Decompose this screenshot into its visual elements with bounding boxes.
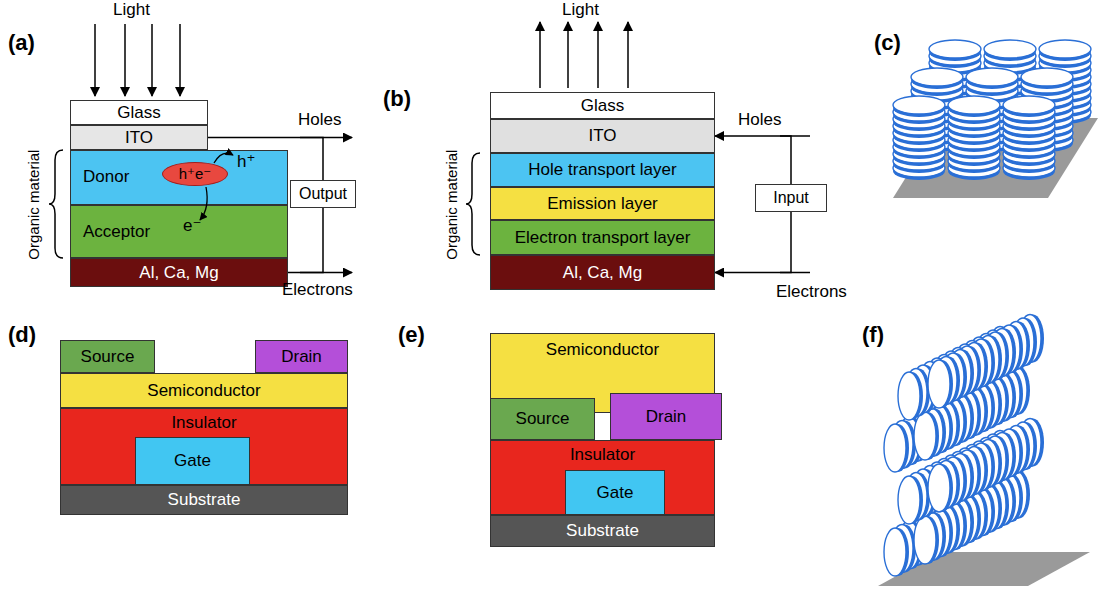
charge-symbol: e⁻ (183, 216, 201, 236)
layer-name: Source (516, 409, 570, 429)
layer-name: Gate (597, 483, 634, 503)
source-electrode: Source (60, 340, 155, 373)
disc-face (1039, 40, 1091, 58)
gate-electrode: Gate (135, 437, 250, 485)
layer-name: Semiconductor (546, 340, 659, 360)
layer-name: Al, Ca, Mg (139, 263, 218, 283)
panel-label: (d) (8, 322, 36, 347)
wire (715, 212, 791, 273)
disc-face (984, 40, 1036, 58)
panel-label: (f) (862, 322, 884, 347)
layer-name: ITO (588, 126, 616, 146)
layer-name: ITO (125, 128, 153, 148)
disc-face (928, 360, 950, 408)
disc-face (898, 476, 920, 524)
charge-symbol: h⁺ (237, 152, 255, 172)
layer-name: Semiconductor (147, 381, 260, 401)
layer-name: Al, Ca, Mg (563, 263, 642, 283)
hole-transport-layer: Hole transport layer (490, 153, 715, 187)
panel-label: (c) (874, 30, 901, 55)
donor-layer: Donor h⁺ h⁺e⁻ (70, 150, 288, 205)
layer-name: Substrate (566, 521, 639, 541)
disc-face (893, 96, 945, 114)
layer-name: Emission layer (547, 194, 658, 214)
wire (288, 208, 323, 273)
light-label: Light (113, 0, 150, 20)
layer-name: Drain (646, 407, 687, 427)
layer-name: Glass (581, 96, 624, 116)
panel-label: (a) (8, 30, 35, 55)
ito-layer: ITO (70, 125, 208, 151)
layer-name: Substrate (168, 490, 241, 510)
disc-face (914, 516, 936, 564)
hole-arrow (214, 153, 233, 163)
insulator-layer: InsulatorGate (490, 440, 715, 515)
disc-face (1003, 96, 1055, 114)
disc-face (884, 424, 906, 472)
gate-electrode: Gate (565, 470, 665, 515)
layer-name: Acceptor (83, 222, 150, 242)
cathode-layer: Al, Ca, Mg (70, 258, 288, 287)
electron-transport-layer: Electron transport layer (490, 220, 715, 255)
substrate-layer: Substrate (490, 515, 715, 547)
group-label: Organic material (25, 149, 42, 259)
current-label: Holes (738, 110, 781, 130)
disc-face (884, 528, 906, 576)
disc-face (898, 372, 920, 420)
panel-label: (b) (383, 86, 411, 111)
light-label: Light (562, 0, 599, 20)
disc-face (914, 412, 936, 460)
insulator-layer: InsulatorGate (60, 408, 348, 485)
layer-name: Hole transport layer (528, 160, 676, 180)
panel-label: (e) (398, 322, 425, 347)
disc-face (1021, 68, 1073, 86)
layer-name: Input (773, 189, 809, 207)
light-arrows (95, 22, 628, 96)
ito-layer: ITO (490, 119, 715, 153)
current-arrows (300, 136, 810, 273)
acceptor-layer: Acceptor e⁻ (70, 205, 288, 258)
current-label: Electrons (776, 282, 847, 302)
layer-name: Insulator (171, 413, 236, 433)
layer-name: Insulator (570, 445, 635, 465)
disc-columns (884, 315, 1044, 577)
layer-name: Source (81, 347, 135, 367)
current-label: Electrons (282, 280, 353, 300)
drain-electrode: Drain (610, 393, 722, 440)
emission-layer: Emission layer (490, 187, 715, 220)
glass-layer: Glass (490, 92, 715, 119)
disc-face (948, 96, 1000, 114)
disc-face (911, 68, 963, 86)
cathode-layer: Al, Ca, Mg (490, 255, 715, 290)
substrate-layer: Substrate (60, 485, 348, 515)
layer-name: Gate (174, 451, 211, 471)
disc-face (966, 68, 1018, 86)
layer-name: h⁺e⁻ (179, 165, 212, 182)
disc-face (928, 464, 950, 512)
wire (715, 136, 791, 184)
exciton: h⁺e⁻ (162, 162, 228, 186)
glass-layer: Glass (70, 100, 208, 126)
disc-face (929, 40, 981, 58)
layer-name: Glass (117, 103, 160, 123)
source-electrode: Source (490, 398, 595, 440)
input-box: Input (755, 184, 827, 212)
layer-brace (49, 150, 480, 258)
output-box: Output (290, 180, 356, 208)
electron-arrow (200, 187, 207, 220)
layer-name: Electron transport layer (515, 228, 691, 248)
disc-stacks (893, 40, 1091, 180)
layer-name: Drain (281, 347, 322, 367)
layer-name: Output (299, 185, 347, 203)
current-label: Holes (298, 110, 341, 130)
drain-electrode: Drain (255, 340, 348, 373)
semiconductor-layer: Semiconductor (60, 373, 348, 408)
layer-name: Donor (83, 167, 129, 187)
group-label: Organic material (443, 149, 460, 259)
